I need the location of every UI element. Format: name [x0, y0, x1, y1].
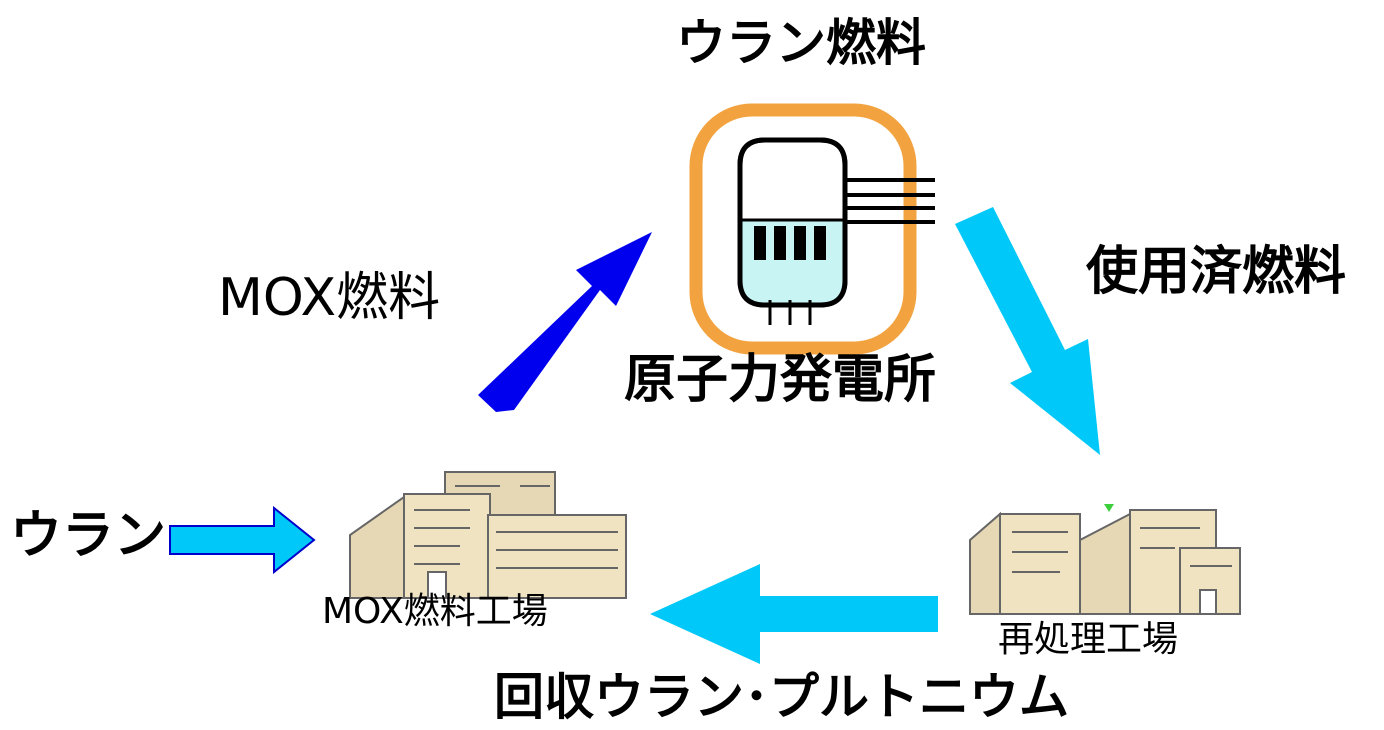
reactor-icon: [689, 103, 935, 355]
uranium-input-arrow: [169, 505, 316, 575]
uranium-fuel-label: ウラン燃料: [676, 14, 926, 72]
reprocessing-plant-icon: [969, 504, 1241, 615]
recovered-arrow: [650, 564, 938, 664]
mox-factory-icon: [349, 471, 627, 599]
uranium-input-label: ウラン: [10, 506, 167, 566]
mox-fuel-arrow: [478, 232, 652, 412]
spent-fuel-arrow: [955, 207, 1100, 455]
mox-factory-label: MOX燃料工場: [322, 591, 548, 632]
spent-fuel-label: 使用済燃料: [1086, 242, 1347, 302]
power-plant-label: 原子力発電所: [624, 350, 937, 410]
reprocessing-plant-label: 再処理工場: [998, 619, 1179, 660]
recovered-uranium-plutonium-label: 回収ウラン･プルトニウム: [494, 668, 1069, 726]
mox-fuel-label: MOX燃料: [218, 268, 441, 328]
